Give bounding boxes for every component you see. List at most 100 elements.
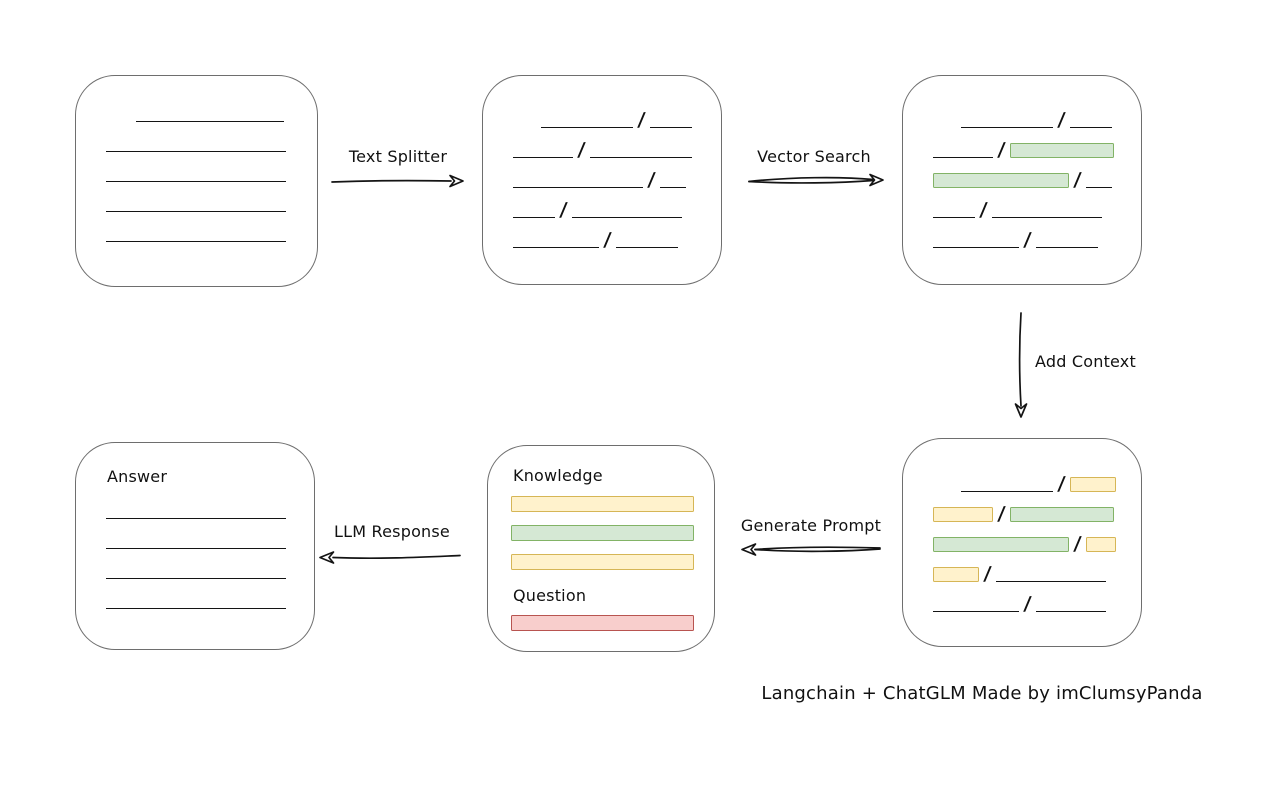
- text-line: [1069, 127, 1112, 128]
- document-lines: [76, 76, 317, 242]
- green-highlight-bar: [933, 537, 1069, 552]
- green-highlight-bar: [1009, 143, 1114, 158]
- llm-response-label: LLM Response: [334, 522, 450, 541]
- text-line: [106, 211, 286, 212]
- text-row: [106, 212, 317, 242]
- slash-separator: /: [996, 139, 1007, 161]
- context-chunks-node: / / / / /: [902, 438, 1142, 647]
- text-line: [106, 608, 286, 609]
- red-prompt-bar: [511, 615, 694, 631]
- text-row: /: [513, 218, 721, 251]
- text-line: [136, 121, 284, 122]
- text-line: [1035, 247, 1098, 248]
- text-line: [513, 217, 555, 218]
- indent-space: [933, 127, 961, 128]
- text-line: [1035, 611, 1106, 612]
- text-row: [106, 549, 314, 579]
- vector-search-label: Vector Search: [757, 147, 871, 166]
- slash-separator: /: [558, 199, 569, 221]
- text-row: /: [933, 522, 1141, 555]
- text-line: [106, 548, 286, 549]
- text-line: [649, 127, 692, 128]
- text-line: [933, 157, 993, 158]
- text-row: /: [933, 462, 1141, 495]
- knowledge-bars: [511, 496, 694, 570]
- text-line: [106, 518, 286, 519]
- green-prompt-bar: [511, 525, 694, 541]
- text-line: [933, 217, 975, 218]
- text-line: [1085, 187, 1112, 188]
- text-splitter-arrow: [331, 174, 464, 188]
- yellow-highlight-bar: [1069, 477, 1116, 492]
- text-line: [571, 217, 682, 218]
- text-row: /: [513, 158, 721, 191]
- text-row: /: [933, 552, 1141, 585]
- split-chunks-node: / / / / /: [482, 75, 722, 285]
- slash-separator: /: [1072, 169, 1083, 191]
- text-row: [106, 519, 314, 549]
- yellow-prompt-bar: [511, 496, 694, 512]
- indent-space: [933, 491, 961, 492]
- text-line: [541, 127, 633, 128]
- slash-separator: /: [1056, 473, 1067, 495]
- slash-separator: /: [576, 139, 587, 161]
- slash-separator: /: [602, 229, 613, 251]
- text-line: [961, 491, 1053, 492]
- text-row: /: [933, 582, 1141, 615]
- text-row: [106, 92, 317, 122]
- slash-separator: /: [1056, 109, 1067, 131]
- text-line: [513, 247, 599, 248]
- indent-space: [106, 121, 136, 122]
- prompt-node: Knowledge Question: [487, 445, 715, 652]
- answer-lines: [76, 443, 314, 609]
- green-highlight-bar: [1009, 507, 1114, 522]
- text-row: /: [933, 492, 1141, 525]
- slash-separator: /: [1072, 533, 1083, 555]
- slash-separator: /: [978, 199, 989, 221]
- indent-space: [513, 127, 541, 128]
- slash-separator: /: [996, 503, 1007, 525]
- generate-prompt-label: Generate Prompt: [740, 516, 882, 535]
- text-row: [106, 182, 317, 212]
- add-context-arrow: [1014, 312, 1028, 418]
- text-row: [106, 489, 314, 519]
- text-row: [106, 122, 317, 152]
- text-row: /: [933, 98, 1141, 131]
- vector-search-arrow: [748, 173, 884, 187]
- text-line: [961, 127, 1053, 128]
- text-line: [106, 181, 286, 182]
- chunk-lines: / / / / /: [483, 76, 721, 251]
- text-line: [513, 187, 643, 188]
- text-row: /: [933, 218, 1141, 251]
- text-row: [106, 579, 314, 609]
- text-row: /: [513, 128, 721, 161]
- diagram-caption: Langchain + ChatGLM Made by imClumsyPand…: [761, 683, 1203, 704]
- text-line: [933, 247, 1019, 248]
- matched-chunk-lines: / / / / /: [903, 76, 1141, 251]
- yellow-highlight-bar: [933, 507, 993, 522]
- text-line: [513, 157, 573, 158]
- green-highlight-bar: [933, 173, 1069, 188]
- text-line: [106, 578, 286, 579]
- yellow-prompt-bar: [511, 554, 694, 570]
- text-line: [106, 151, 286, 152]
- text-row: /: [933, 128, 1141, 161]
- text-line: [933, 611, 1019, 612]
- text-splitter-label: Text Splitter: [348, 147, 448, 166]
- context-chunk-lines: / / / / /: [903, 439, 1141, 615]
- slash-separator: /: [636, 109, 647, 131]
- text-line: [659, 187, 686, 188]
- knowledge-label: Knowledge: [513, 466, 603, 485]
- slash-separator: /: [1022, 593, 1033, 615]
- text-line: [589, 157, 692, 158]
- text-row: /: [513, 188, 721, 221]
- slash-separator: /: [1022, 229, 1033, 251]
- slash-separator: /: [646, 169, 657, 191]
- source-document-node: [75, 75, 318, 287]
- llm-response-arrow: [319, 551, 461, 564]
- text-row: [106, 152, 317, 182]
- text-row: /: [513, 98, 721, 131]
- text-line: [991, 217, 1102, 218]
- slash-separator: /: [982, 563, 993, 585]
